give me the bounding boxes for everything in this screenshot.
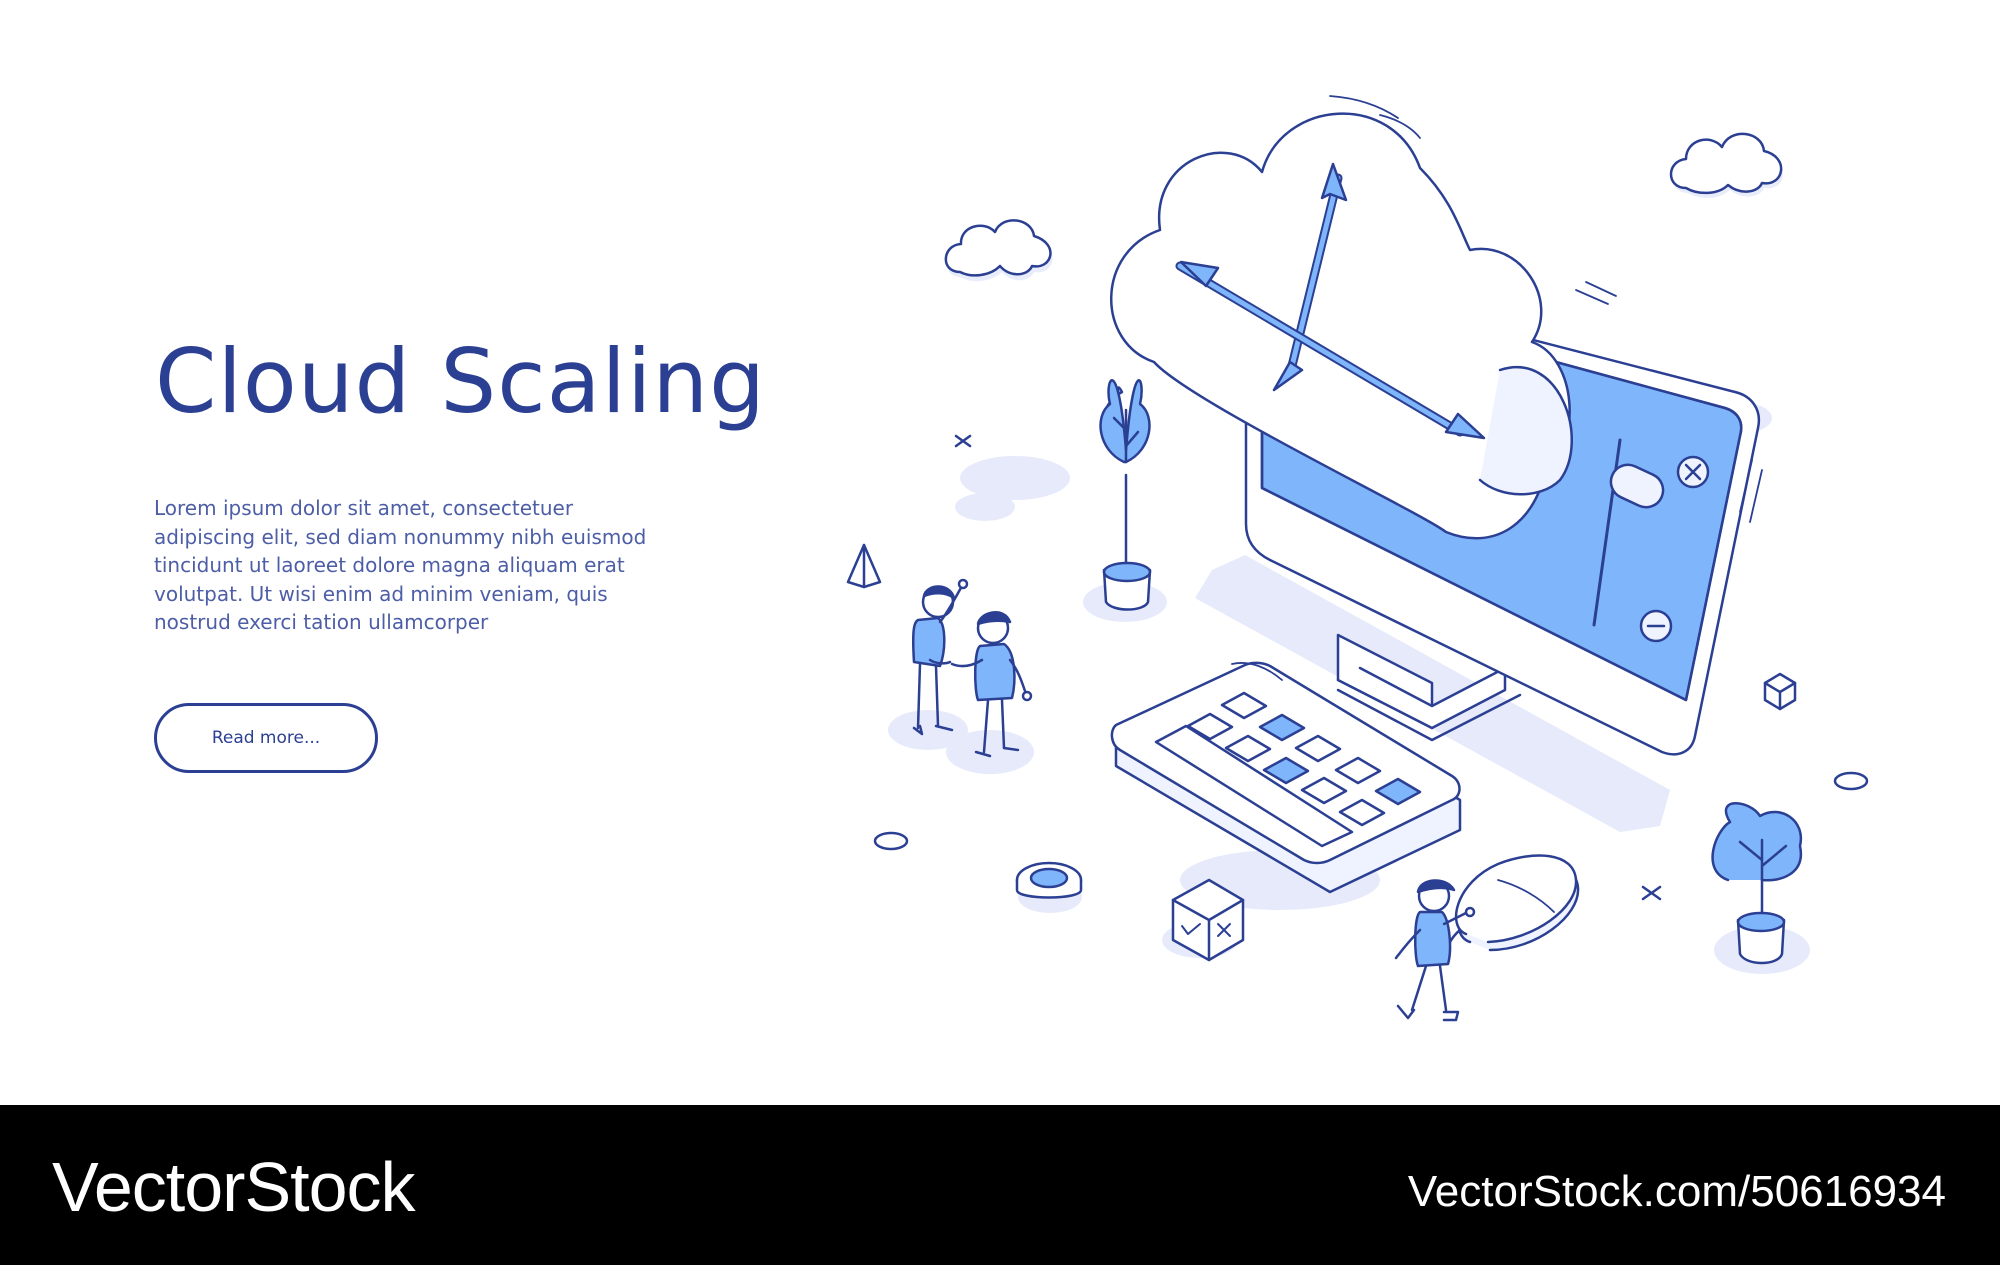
cloud-icon — [1110, 95, 1574, 540]
small-cloud-icon — [944, 219, 1053, 282]
person-icon — [1394, 879, 1476, 1022]
cloud-scaling-illustration — [846, 95, 1869, 1022]
keyboard-icon — [1110, 661, 1462, 894]
description-line: nostrud exerci tation ullamcorper — [154, 610, 489, 634]
decorations — [846, 434, 1869, 901]
plant-icon — [1711, 802, 1803, 965]
footer-bar: VectorStock VectorStock.com/50616934 — [0, 1105, 2000, 1265]
page-title: Cloud Scaling — [155, 330, 767, 433]
hero-section: Cloud Scaling Lorem ipsum dolor sit amet… — [154, 95, 1869, 1022]
read-more-button[interactable]: Read more... — [154, 703, 378, 773]
person-icon — [950, 611, 1033, 758]
footer-url: VectorStock.com/50616934 — [1407, 1167, 1946, 1216]
mouse-icon — [1442, 854, 1580, 960]
description-line: volutpat. Ut wisi enim ad minim veniam, … — [154, 581, 608, 606]
box-icon — [1171, 878, 1245, 962]
description-line: adipiscing elit, sed diam nonummy nibh e… — [154, 524, 647, 549]
ring-icon — [1015, 861, 1083, 899]
brand-logo: VectorStock — [52, 1148, 416, 1226]
plant-icon — [1099, 379, 1152, 611]
person-icon — [911, 578, 969, 736]
description-line: Lorem ipsum dolor sit amet, consectetuer — [154, 496, 574, 520]
small-cloud-icon — [1669, 132, 1784, 198]
scale-arrows-icon — [1175, 162, 1486, 440]
hero-description: Lorem ipsum dolor sit amet, consectetuer… — [154, 494, 674, 637]
description-line: tincidunt ut laoreet dolore magna aliqua… — [154, 553, 625, 577]
